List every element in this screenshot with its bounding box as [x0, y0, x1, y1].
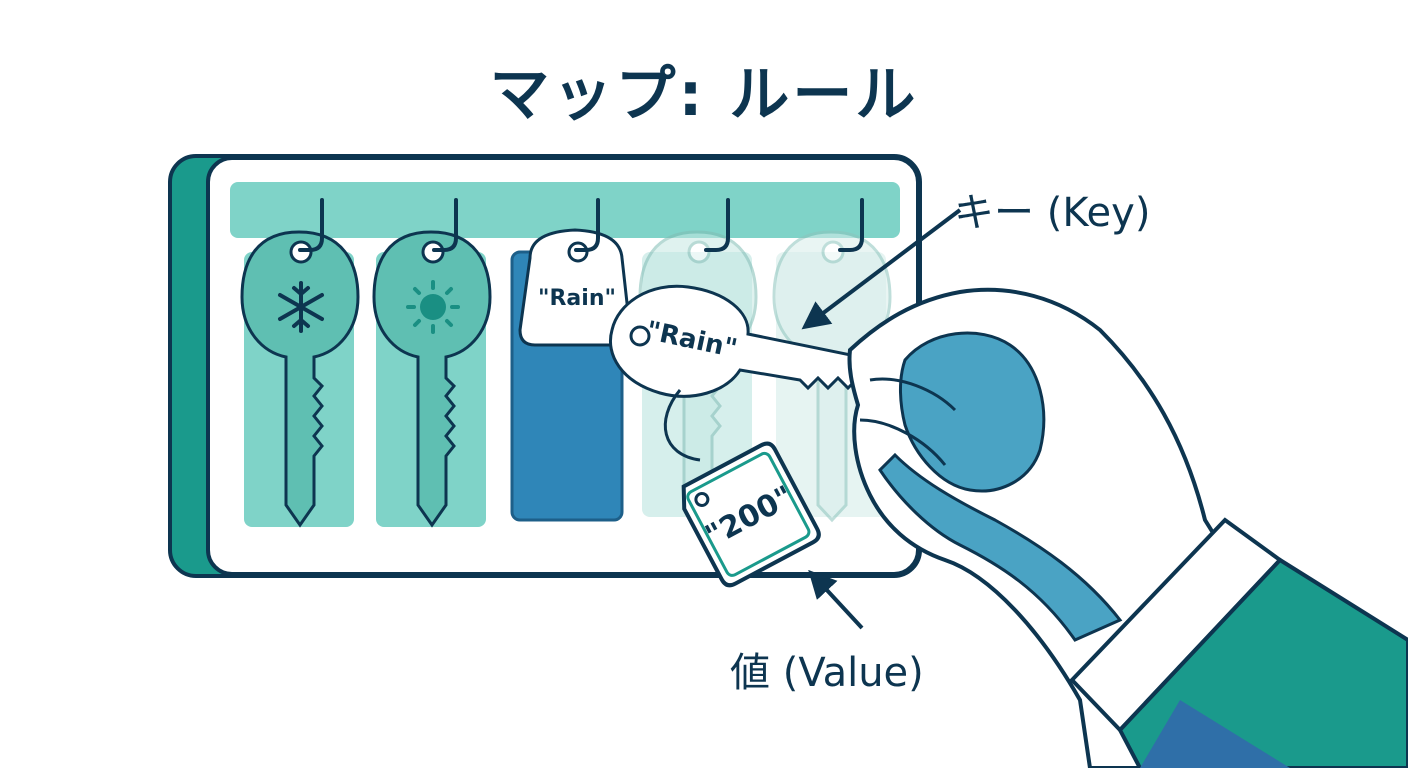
- finger-shadow: [878, 452, 1123, 642]
- snowflake-icon: [278, 281, 324, 333]
- value-callout-arrow: [808, 569, 864, 630]
- value-tag: "200": [681, 441, 821, 588]
- slot-3-tag-text: "Rain": [538, 286, 616, 311]
- tag-string: [663, 389, 701, 462]
- slot-1-key: [240, 230, 360, 528]
- slot-3-tag: "Rain": [518, 228, 632, 347]
- palm-shadow: [898, 331, 1046, 493]
- hooks: [298, 198, 864, 252]
- held-key: "Rain": [609, 284, 890, 398]
- sleeve: [1069, 517, 1408, 768]
- sun-icon: [406, 280, 460, 334]
- slot-2-key: [372, 230, 492, 528]
- key-callout-label: キー (Key): [954, 190, 1151, 236]
- key-callout-arrow: [801, 208, 962, 330]
- hook-rail: [230, 182, 900, 238]
- value-callout-label: 値 (Value): [730, 650, 924, 696]
- diagram-title: マップ: ルール: [489, 60, 919, 130]
